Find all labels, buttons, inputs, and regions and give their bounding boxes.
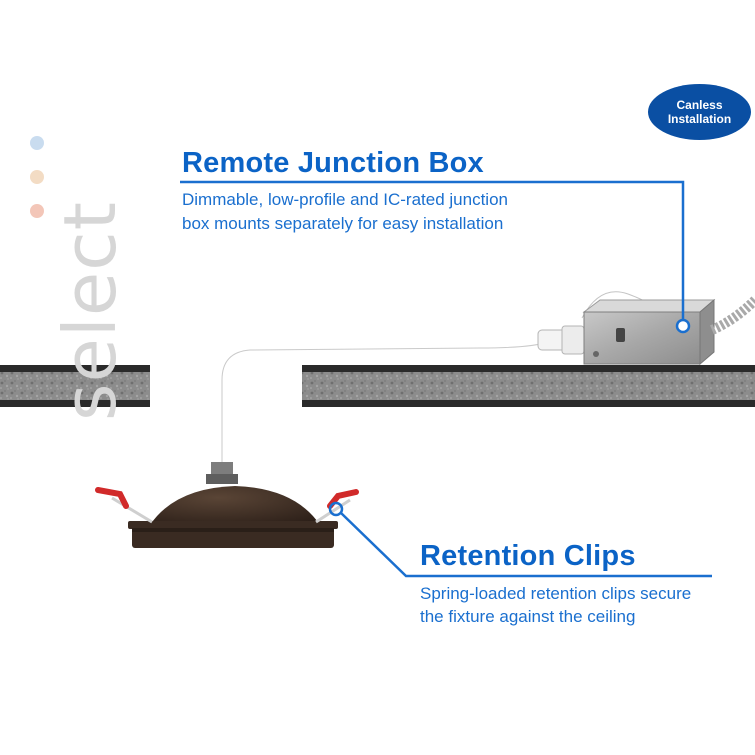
brand-dot-salmon bbox=[30, 204, 44, 218]
retention-clips-title: Retention Clips bbox=[420, 540, 636, 572]
cable-connector bbox=[537, 325, 585, 355]
brand-dot-peach bbox=[30, 170, 44, 184]
retention-clips-desc-2: the fixture against the ceiling bbox=[420, 607, 636, 626]
junction-box-title: Remote Junction Box bbox=[182, 147, 484, 179]
conduit bbox=[709, 296, 755, 335]
recessed-fixture bbox=[128, 462, 338, 548]
clips-leader-line bbox=[339, 511, 712, 578]
junction-box-desc-1: Dimmable, low-profile and IC-rated junct… bbox=[182, 190, 508, 209]
retention-clips-desc-1: Spring-loaded retention clips secure bbox=[420, 584, 692, 603]
brand-wordmark: select bbox=[48, 201, 132, 421]
badge-line-1: Canless bbox=[676, 98, 723, 112]
junction-box-desc-2: box mounts separately for easy installat… bbox=[182, 214, 504, 233]
brand-logo: select bbox=[30, 96, 132, 421]
retention-clip-left bbox=[95, 487, 153, 524]
junction-leader-line bbox=[180, 180, 685, 320]
badge-line-2: Installation bbox=[667, 112, 732, 126]
junction-box bbox=[582, 298, 716, 366]
brand-dot-blue bbox=[30, 136, 44, 150]
retention-clip-right bbox=[315, 489, 359, 524]
ceiling-left bbox=[0, 365, 150, 407]
ceiling-right bbox=[302, 365, 755, 407]
canless-installation-badge: Canless Installation bbox=[648, 84, 751, 140]
